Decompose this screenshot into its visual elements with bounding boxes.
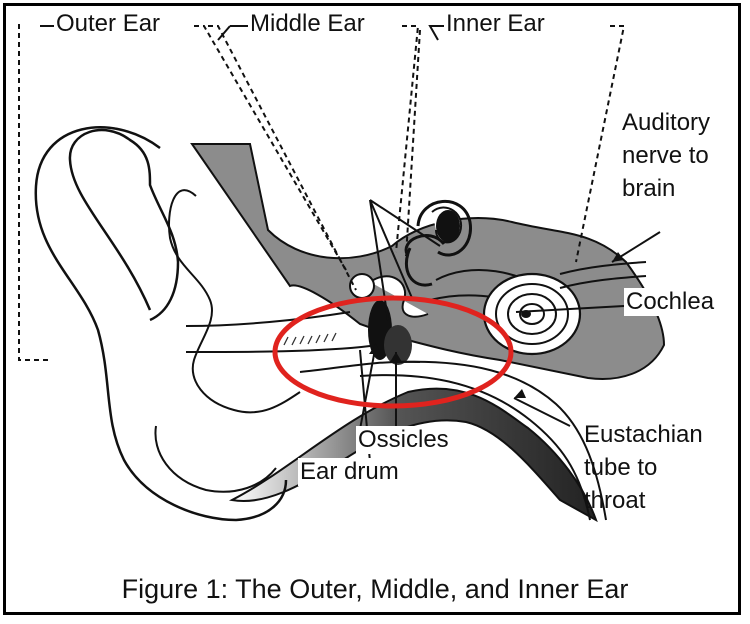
ear-hairs	[276, 333, 336, 345]
outer-ear-label: Outer Ear	[54, 10, 162, 38]
lobe	[155, 426, 276, 492]
pinna-outline	[70, 130, 178, 320]
middle-ear-label: Middle Ear	[248, 10, 367, 38]
eustachian-tube-label: Eustachian tube to throat	[582, 418, 726, 517]
inner-ear-label: Inner Ear	[444, 10, 547, 38]
ear-drum-label: Ear drum	[298, 458, 401, 486]
ossicles-label: Ossicles	[356, 426, 451, 454]
cochlea-label: Cochlea	[624, 288, 716, 316]
figure-caption: Figure 1: The Outer, Middle, and Inner E…	[0, 574, 750, 605]
skull-tissue	[192, 144, 664, 379]
pinna-inner	[169, 190, 300, 412]
throat-band	[232, 389, 596, 520]
auditory-nerve-label: Auditory nerve to brain	[620, 106, 734, 205]
